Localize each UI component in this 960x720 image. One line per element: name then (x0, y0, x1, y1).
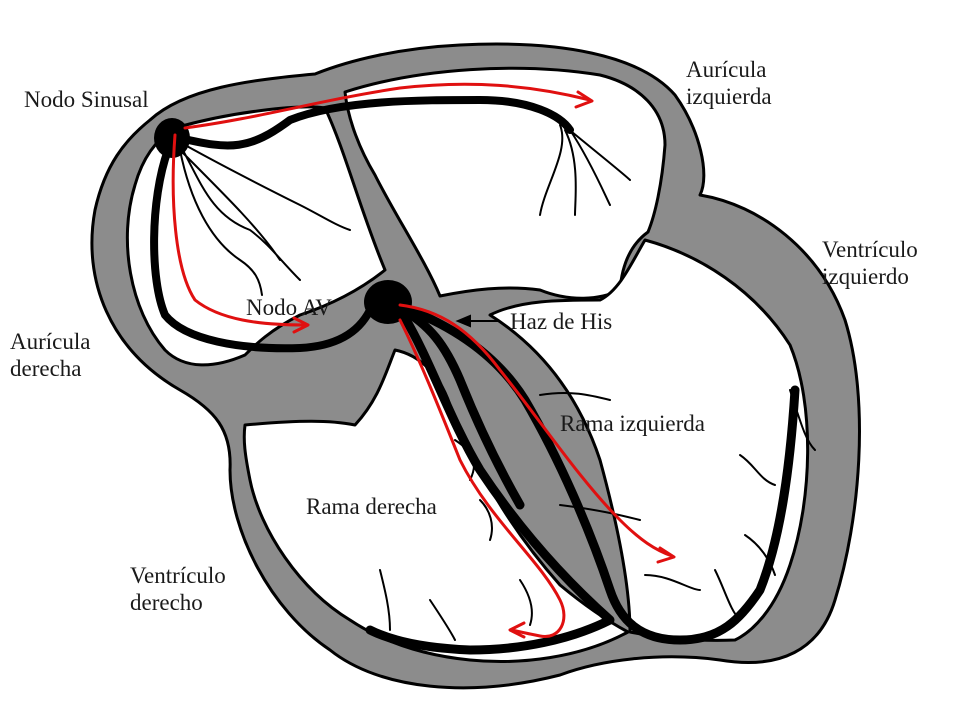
label-auricula-izquierda: Aurícula izquierda (686, 56, 772, 110)
arrowhead-av-node (292, 316, 310, 334)
impulse-arrows (171, 82, 676, 639)
haz-de-his-pointer-head (455, 314, 471, 328)
label-rama-derecha-text: Rama derecha (306, 494, 437, 519)
label-auricula-derecha-line1: Aurícula (10, 329, 91, 354)
left-atrial-fibers (539, 124, 631, 216)
label-nodo-sinusal-text: Nodo Sinusal (24, 87, 149, 112)
label-nodo-av-text: Nodo AV (246, 295, 332, 320)
label-ventriculo-derecho-line2: derecho (130, 590, 203, 615)
left-bundle-branch (405, 305, 800, 645)
label-rama-derecha: Rama derecha (306, 493, 437, 520)
label-ventriculo-derecho-line1: Ventrículo (130, 563, 226, 588)
label-nodo-sinusal: Nodo Sinusal (24, 86, 149, 113)
label-ventriculo-izquierdo: Ventrículo izquierdo (822, 236, 918, 290)
right-bundle-branch (365, 313, 615, 655)
label-rama-izquierda: Rama izquierda (560, 410, 705, 437)
purkinje-fibers (379, 389, 816, 641)
conduction-system (150, 96, 816, 655)
impulse-right-ventricle (398, 318, 566, 638)
label-nodo-av: Nodo AV (246, 294, 332, 321)
left-ventricle-chamber (488, 238, 810, 642)
bachmann-bundle (176, 96, 574, 150)
his-bundle (395, 303, 525, 510)
internodal-pathway (150, 146, 374, 353)
arrowhead-left-ventricle (656, 546, 676, 564)
label-auricula-derecha-line2: derecha (10, 356, 82, 381)
impulse-to-av-node (171, 133, 307, 327)
label-ventriculo-derecho: Ventrículo derecho (130, 562, 226, 616)
arrowhead-left-atrium (574, 90, 594, 109)
label-auricula-derecha: Aurícula derecha (10, 328, 90, 382)
impulse-to-left-atrium (183, 82, 592, 130)
label-ventriculo-izquierdo-line1: Ventrículo (822, 237, 918, 262)
label-haz-de-his: Haz de His (510, 308, 612, 335)
label-auricula-izquierda-line2: izquierda (686, 84, 772, 109)
label-auricula-izquierda-line1: Aurícula (686, 57, 767, 82)
impulse-left-ventricle (398, 303, 674, 558)
heart-chambers (125, 66, 810, 663)
label-haz-de-his-text: Haz de His (510, 309, 613, 334)
label-ventriculo-izquierdo-line2: izquierdo (822, 264, 909, 289)
arrowhead-right-ventricle (508, 621, 526, 639)
haz-de-his-pointer (455, 314, 500, 328)
right-atrial-fibers (179, 144, 351, 296)
label-rama-izquierda-text: Rama izquierda (560, 411, 705, 436)
